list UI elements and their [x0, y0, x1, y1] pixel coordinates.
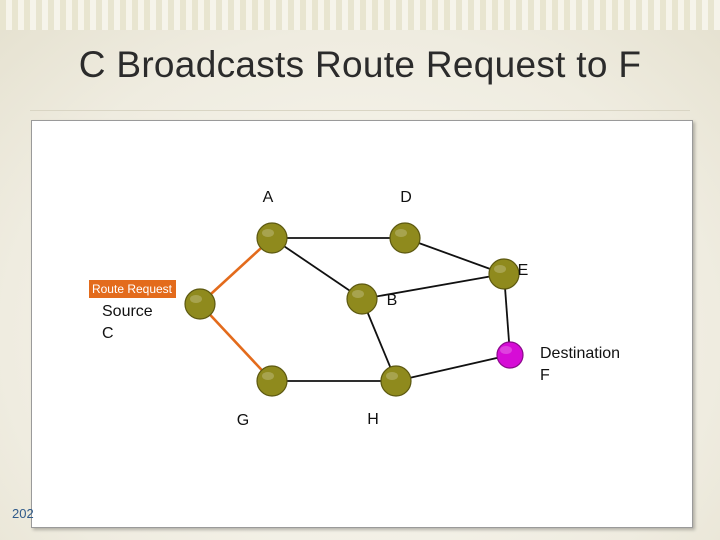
title-divider — [30, 110, 690, 111]
edge-c-g — [199, 303, 273, 382]
node-label-g: G — [237, 412, 249, 429]
node-d — [389, 222, 421, 254]
edge-h-f — [395, 354, 511, 382]
route-request-tag-box — [89, 280, 176, 298]
node-c — [184, 288, 216, 320]
node-h-highlight — [386, 372, 398, 380]
node-g — [256, 365, 288, 397]
node-b — [346, 283, 378, 315]
node-label-e: E — [518, 262, 529, 279]
node-f-highlight — [500, 346, 512, 354]
edge-a-b — [271, 237, 363, 300]
node-label-f-line1: Destination — [540, 345, 620, 362]
page-number: 202 — [12, 506, 34, 521]
node-h — [380, 365, 412, 397]
node-label-d: D — [400, 189, 412, 206]
node-f — [496, 341, 524, 369]
node-label-f-line2: F — [540, 367, 550, 384]
node-a — [256, 222, 288, 254]
node-b-highlight — [352, 290, 364, 298]
node-e-highlight — [494, 265, 506, 273]
node-a-highlight — [262, 229, 274, 237]
node-label-c-line1: Source — [102, 303, 153, 320]
slide-title: C Broadcasts Route Request to F — [78, 44, 642, 85]
node-e — [488, 258, 520, 290]
route-request-tag-label: Route Request — [92, 282, 173, 296]
network-diagram: Route Request A D E B Source C Destinati… — [89, 189, 620, 429]
node-label-c-line2: C — [102, 325, 114, 342]
edge-c-a — [199, 237, 273, 305]
node-d-highlight — [395, 229, 407, 237]
nodes-layer — [184, 222, 524, 397]
node-g-highlight — [262, 372, 274, 380]
network-diagram-panel: Route Request A D E B Source C Destinati… — [31, 120, 693, 528]
node-c-highlight — [190, 295, 202, 303]
top-stripe-band — [0, 0, 720, 30]
edge-e-b — [361, 273, 505, 300]
node-label-b: B — [387, 292, 398, 309]
node-label-h: H — [367, 411, 379, 428]
node-label-a: A — [263, 189, 274, 206]
edges-layer — [199, 237, 511, 382]
edge-d-e — [404, 237, 505, 275]
route-request-tag: Route Request — [89, 280, 176, 298]
